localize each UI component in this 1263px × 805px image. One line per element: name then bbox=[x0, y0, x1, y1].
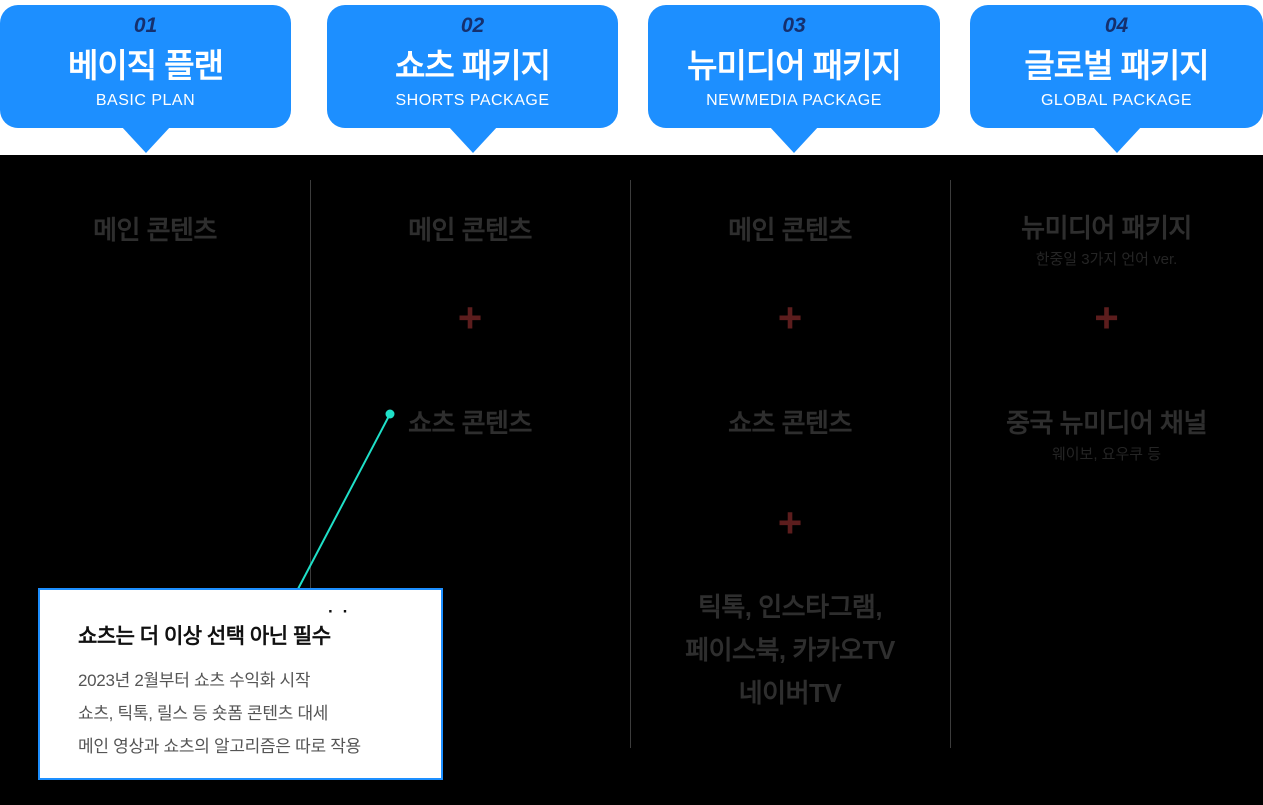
sns-line: 네이버TV bbox=[738, 678, 842, 708]
plan-number: 01 bbox=[133, 14, 158, 37]
plan-subtitle: BASIC PLAN bbox=[95, 92, 196, 109]
callout-body: 2023년 2월부터 쇼츠 수익화 시작 쇼츠, 틱톡, 릴스 등 숏폼 콘텐츠… bbox=[78, 664, 421, 763]
plus-icon: + bbox=[457, 294, 483, 341]
callout-line: 쇼츠, 틱톡, 릴스 등 숏폼 콘텐츠 대세 bbox=[78, 704, 329, 723]
plus-icon: + bbox=[777, 294, 803, 341]
plus-icon: + bbox=[777, 499, 803, 546]
plan-header-global: 04 글로벌 패키지 GLOBAL PACKAGE bbox=[970, 5, 1263, 153]
plan-item-china-channels: 중국 뉴미디어 채널 bbox=[1006, 408, 1207, 438]
plan-header-shorts: 02 쇼츠 패키지 SHORTS PACKAGE bbox=[327, 5, 618, 153]
plan-item-main-content: 메인 콘텐츠 bbox=[728, 215, 852, 245]
header-band: 01 베이직 플랜 BASIC PLAN 02 쇼츠 패키지 SHORTS PA… bbox=[0, 0, 1263, 155]
bubble-pointer bbox=[769, 126, 819, 153]
plan-subtitle: SHORTS PACKAGE bbox=[395, 92, 550, 109]
plan-subtitle: GLOBAL PACKAGE bbox=[1040, 92, 1193, 109]
shorts-callout-box: ·· 쇼츠는 더 이상 선택 아닌 필수 2023년 2월부터 쇼츠 수익화 시… bbox=[38, 588, 443, 780]
plan-header-newmedia: 03 뉴미디어 패키지 NEWMEDIA PACKAGE bbox=[648, 5, 940, 153]
plan-number: 03 bbox=[782, 14, 806, 37]
plan-title: 글로벌 패키지 bbox=[1024, 47, 1209, 84]
plan-number: 02 bbox=[460, 14, 485, 37]
plan-subtitle: NEWMEDIA PACKAGE bbox=[706, 92, 882, 109]
plan-item-shorts-content: 쇼츠 콘텐츠 bbox=[408, 408, 532, 438]
plan-header-basic: 01 베이직 플랜 BASIC PLAN bbox=[0, 5, 291, 153]
column-divider bbox=[950, 180, 951, 748]
plan-item-shorts-content: 쇼츠 콘텐츠 bbox=[728, 408, 852, 438]
plan-item-main-content: 메인 콘텐츠 bbox=[408, 215, 532, 245]
plan-number: 04 bbox=[1104, 14, 1129, 37]
bubble-pointer bbox=[1091, 126, 1142, 153]
column-divider bbox=[630, 180, 631, 748]
bubble-pointer bbox=[447, 126, 498, 153]
plus-icon: + bbox=[1094, 294, 1119, 341]
callout-title: ·· 쇼츠는 더 이상 선택 아닌 필수 bbox=[78, 602, 421, 650]
plan-item-newmedia-package: 뉴미디어 패키지 bbox=[1021, 213, 1192, 243]
callout-line: 메인 영상과 쇼츠의 알고리즘은 따로 작용 bbox=[78, 737, 361, 756]
plan-item-note: 웨이보, 요우쿠 등 bbox=[1051, 446, 1162, 463]
plan-title: 쇼츠 패키지 bbox=[395, 47, 551, 84]
callout-line: 2023년 2월부터 쇼츠 수익화 시작 bbox=[78, 671, 311, 690]
plan-item-sns-channels: 틱톡, 인스타그램, 페이스북, 카카오TV 네이버TV bbox=[630, 586, 950, 715]
emphasis-dots: ·· bbox=[328, 602, 358, 621]
callout-title-emphasis: 필수 bbox=[292, 625, 331, 648]
sns-line: 틱톡, 인스타그램, bbox=[697, 592, 883, 622]
sns-line: 페이스북, 카카오TV bbox=[685, 635, 895, 665]
bubble-pointer bbox=[120, 126, 171, 153]
plan-item-main-content: 메인 콘텐츠 bbox=[93, 215, 217, 245]
plan-item-note: 한중일 3가지 언어 ver. bbox=[1035, 251, 1178, 268]
plan-title: 뉴미디어 패키지 bbox=[687, 47, 902, 84]
plan-title: 베이직 플랜 bbox=[68, 47, 224, 84]
callout-title-text: 쇼츠는 더 이상 선택 아닌 bbox=[78, 625, 293, 648]
